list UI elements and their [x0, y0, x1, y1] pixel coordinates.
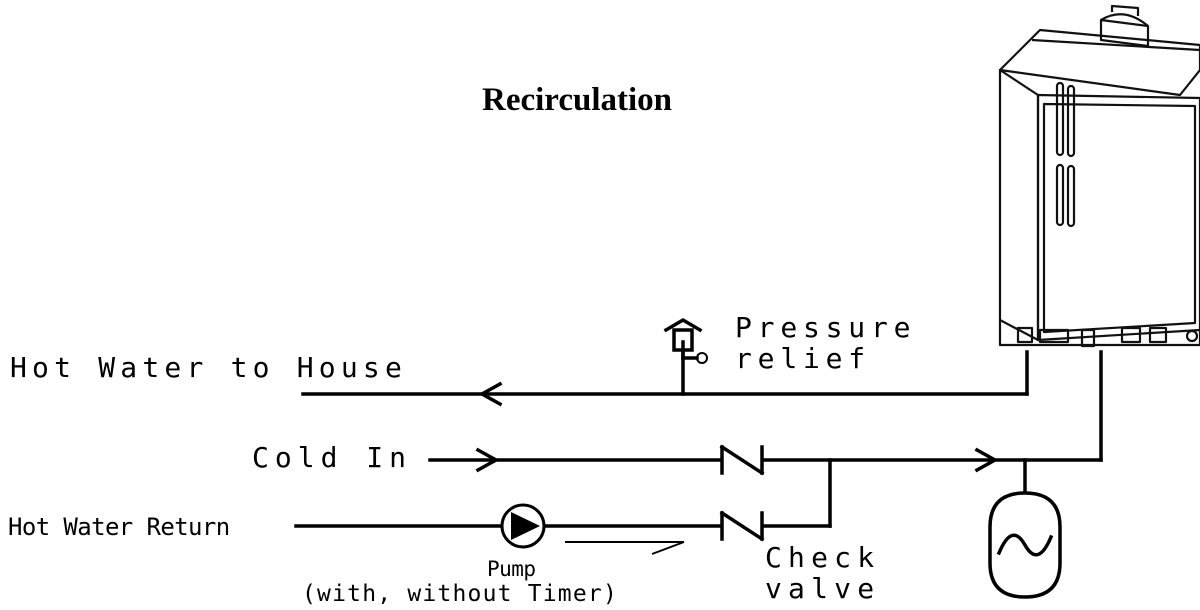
hot-flow-arrow	[478, 381, 503, 407]
cold-flow-arrow-2	[974, 447, 999, 473]
check-valve-cold	[719, 444, 765, 476]
pump-label: Pump	[487, 557, 536, 581]
pressure-relief-valve	[663, 317, 708, 396]
cold-flow-arrow-1	[475, 447, 500, 473]
pump-timer-note: (with, without Timer)	[302, 581, 618, 607]
check-label: Check	[765, 541, 881, 574]
recirculation-pump	[500, 503, 546, 549]
tankless-water-heater	[998, 4, 1200, 348]
cold-in-label: Cold In	[252, 441, 413, 474]
valve-label: valve	[765, 572, 881, 605]
relief-label: relief	[735, 342, 871, 375]
diagram-title: Recirculation	[482, 82, 673, 118]
hot-water-to-house-label: Hot Water to House	[10, 351, 408, 384]
hot-water-return-label: Hot Water Return	[8, 513, 230, 541]
pressure-label: Pressure	[735, 311, 917, 344]
expansion-tank	[988, 458, 1062, 599]
timer-bracket-slant	[651, 541, 685, 555]
check-valve-return	[719, 510, 765, 542]
